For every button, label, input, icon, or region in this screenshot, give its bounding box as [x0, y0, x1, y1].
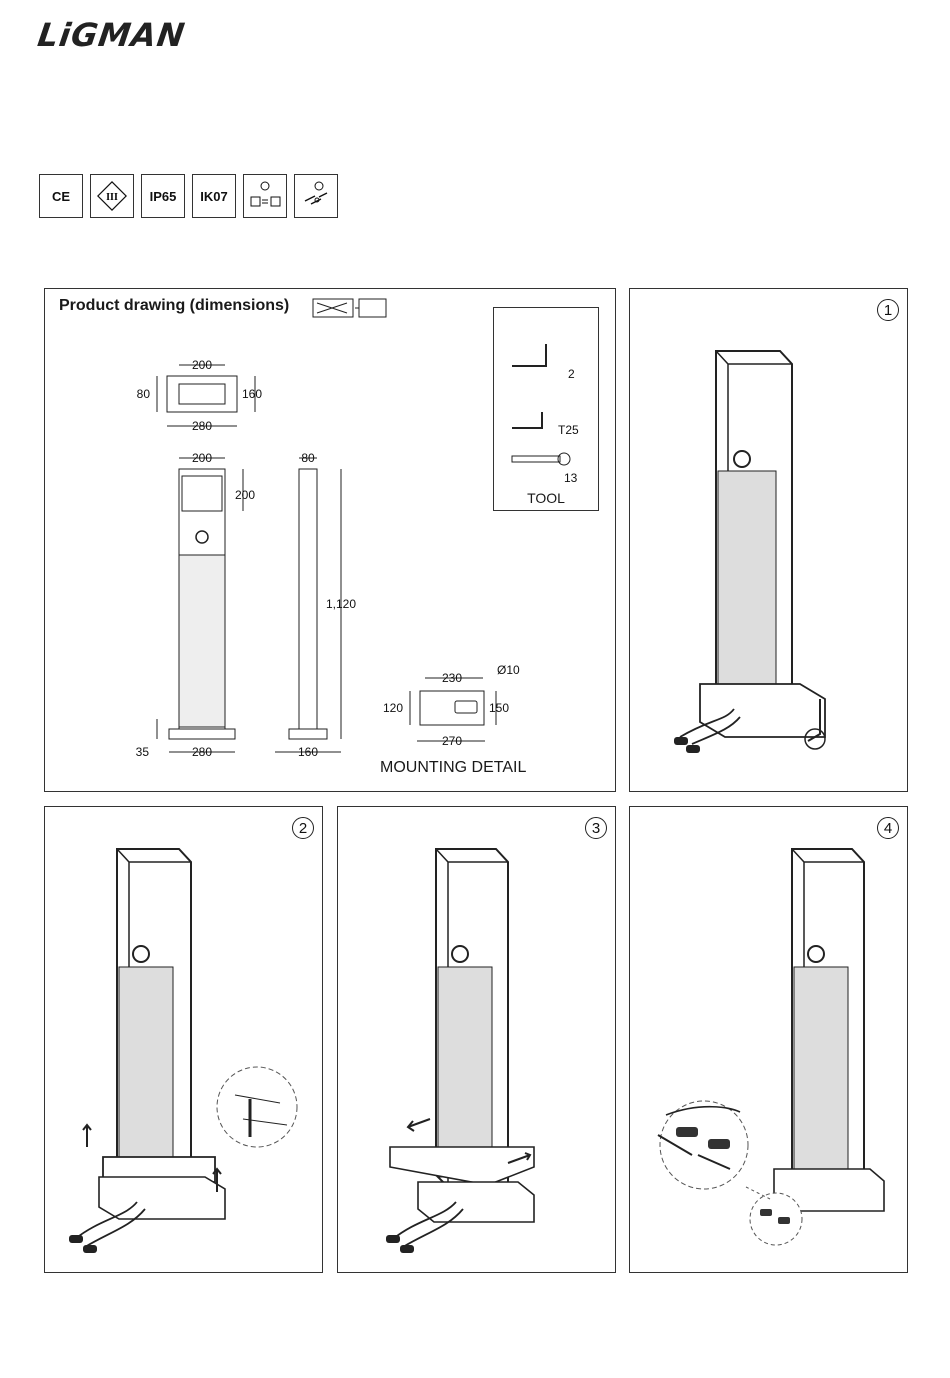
dim-front-width: 200 [192, 451, 212, 465]
dim-top-width: 200 [192, 358, 212, 372]
step-1-illustration [630, 289, 909, 793]
dim-base-width: 280 [192, 745, 212, 759]
tool-size-torx: T25 [558, 423, 579, 437]
dim-side-width: 80 [301, 451, 315, 465]
tool-size-wrench: 13 [564, 471, 578, 485]
step-panel-1: 1 [629, 288, 908, 792]
step-2-illustration [45, 807, 324, 1274]
tool-icons: 2 T25 13 [494, 308, 600, 488]
tool-size-hex: 2 [568, 367, 575, 381]
ik07-badge: IK07 [192, 174, 236, 218]
dim-top-depth-right: 160 [242, 387, 262, 401]
voltage-badge [243, 174, 287, 218]
ip65-badge: IP65 [141, 174, 185, 218]
dim-front-window: 200 [235, 488, 255, 502]
dim-mount-hole: Ø10 [497, 663, 520, 677]
step-panel-4: 4 [629, 806, 908, 1273]
step-4-illustration [630, 807, 909, 1274]
dim-mount-top: 230 [442, 671, 462, 685]
connector-icon [297, 177, 335, 215]
step-panel-2: 2 [44, 806, 323, 1273]
brand-logo: LiGMAN [35, 16, 187, 54]
voltage-icon [246, 177, 284, 215]
wiring-badge [294, 174, 338, 218]
product-drawing-panel: Product drawing (dimensions) 200 280 80 … [44, 288, 616, 792]
class-iii-icon: III [95, 179, 129, 213]
dim-side-base: 160 [298, 745, 318, 759]
tool-box: 2 T25 13 TOOL [493, 307, 599, 511]
dim-height: 1,120 [326, 597, 356, 611]
dim-top-base: 280 [192, 419, 212, 433]
mounting-detail-title: MOUNTING DETAIL [380, 759, 526, 777]
step-3-illustration [338, 807, 617, 1274]
ce-badge: CE [39, 174, 83, 218]
dim-mount-left: 120 [383, 701, 403, 715]
tool-title: TOOL [494, 490, 598, 506]
step-panel-3: 3 [337, 806, 616, 1273]
dim-base-height: 35 [136, 745, 150, 759]
dim-mount-bottom: 270 [442, 734, 462, 748]
svg-text:III: III [106, 192, 118, 203]
dim-mount-right: 150 [489, 701, 509, 715]
class-iii-badge: III [90, 174, 134, 218]
certification-badges: CE III IP65 IK07 [39, 174, 338, 218]
dim-top-depth-left: 80 [137, 387, 151, 401]
